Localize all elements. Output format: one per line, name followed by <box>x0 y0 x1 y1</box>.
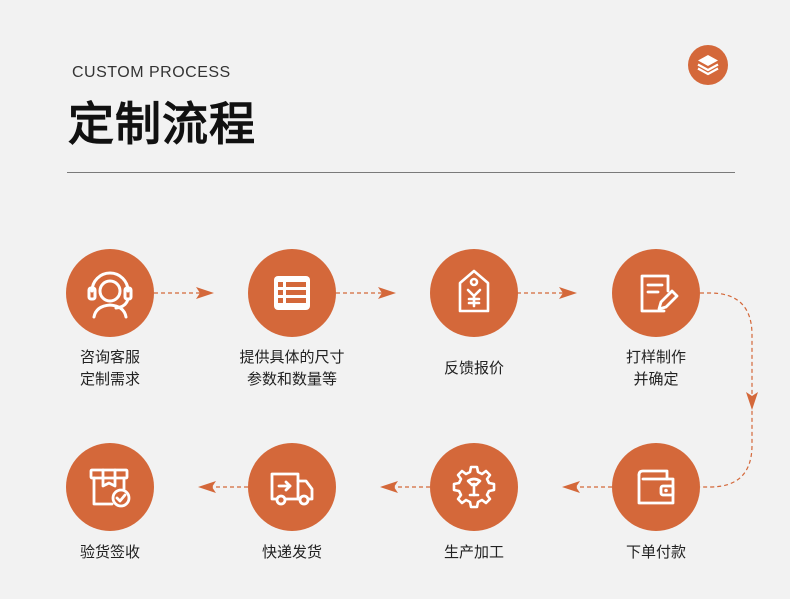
section-subtitle: CUSTOM PROCESS <box>72 64 231 81</box>
price-tag-icon <box>430 249 518 337</box>
step-label: 验货签收 <box>79 543 140 561</box>
arrow-right-icon <box>196 287 214 299</box>
page-title: 定制流程 <box>68 97 256 151</box>
layers-icon <box>688 45 728 85</box>
arrow-right-icon <box>559 287 577 299</box>
step-label: 快递发货 <box>261 543 322 561</box>
arrow-right-icon <box>378 287 396 299</box>
arrow-down-icon <box>746 392 758 410</box>
connector-4-5 <box>700 292 753 488</box>
spec-list-icon <box>248 249 336 337</box>
package-check-icon <box>66 443 154 531</box>
wallet-icon <box>612 443 700 531</box>
gear-wrench-icon <box>430 443 518 531</box>
arrow-left-icon <box>380 481 398 493</box>
step-label: 反馈报价 <box>443 359 504 377</box>
sample-edit-icon <box>612 249 700 337</box>
title-divider <box>67 172 735 173</box>
step-label: 提供具体的尺寸参数和数量等 <box>239 348 345 388</box>
step-label: 打样制作并确定 <box>625 348 686 388</box>
arrow-left-icon <box>562 481 580 493</box>
step-label: 咨询客服定制需求 <box>79 348 140 388</box>
arrow-left-icon <box>198 481 216 493</box>
customer-service-icon <box>66 249 154 337</box>
step-label: 生产加工 <box>443 543 504 561</box>
step-label: 下单付款 <box>625 543 686 561</box>
delivery-truck-icon <box>248 443 336 531</box>
